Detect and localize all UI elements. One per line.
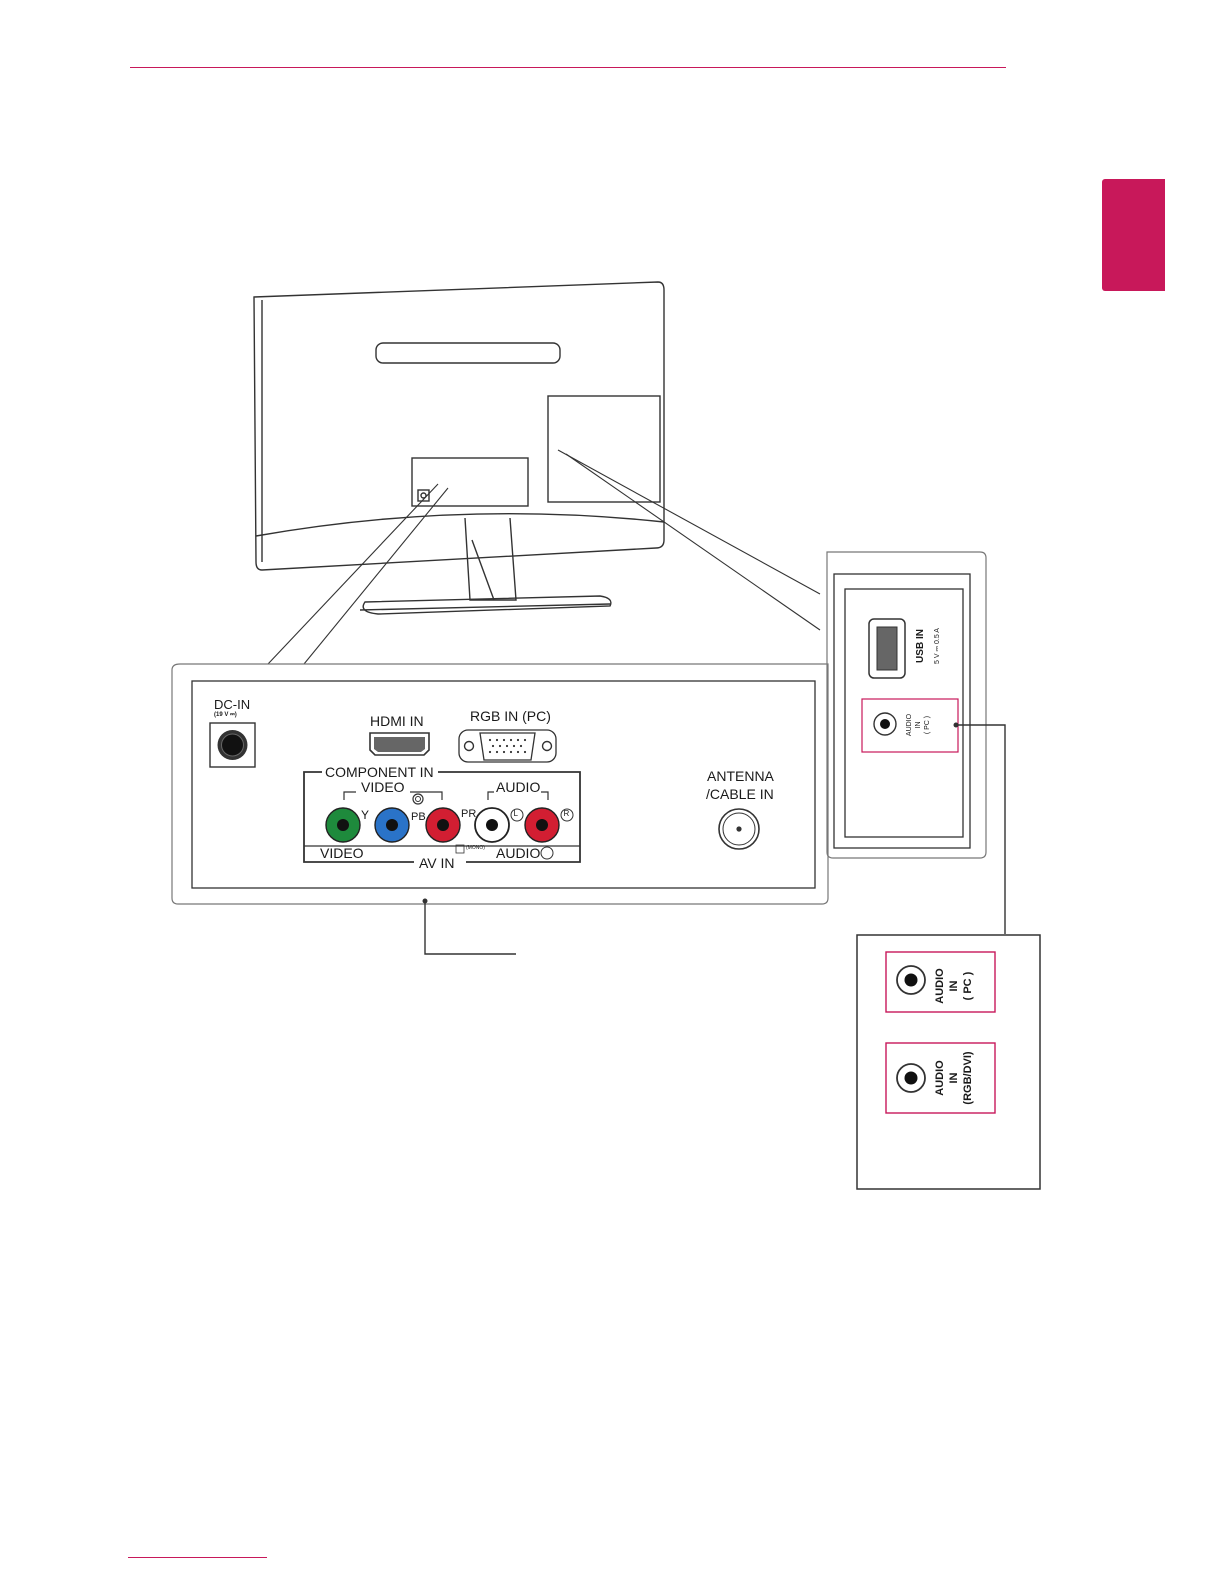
component-in-label: COMPONENT IN — [325, 765, 434, 779]
antenna-label: ANTENNA — [707, 769, 774, 783]
mono-label: (MONO) — [466, 846, 485, 851]
cable-in-label: /CABLE IN — [706, 787, 774, 801]
y-label: Y — [361, 809, 369, 821]
dc-in-label: DC-IN — [214, 698, 250, 711]
av-in-label: AV IN — [419, 856, 455, 870]
dc-in-rating-label: (19 V ⎓) — [214, 712, 237, 718]
pr-label: PR — [461, 809, 476, 820]
video-bottom-label: VIDEO — [320, 846, 364, 860]
coax-port-icon — [719, 809, 759, 849]
callout-audio-in-pc-label: AUDIO IN ( PC ) — [934, 959, 976, 1013]
callout-audio-in-rgb-label: AUDIO IN (RGB/DVI) — [934, 1043, 976, 1113]
side-audio-in-pc-label: AUDIO IN ( PC ) — [905, 707, 935, 743]
footer-rule — [128, 1557, 267, 1558]
usb-in-label: USB IN — [916, 621, 928, 671]
video-top-label: VIDEO — [361, 780, 405, 794]
hdmi-in-label: HDMI IN — [370, 714, 424, 728]
white-jack — [475, 808, 509, 842]
audio-bottom-label: AUDIO — [496, 846, 540, 860]
hdmi-port-icon — [370, 733, 429, 755]
red-jack-audio-r — [525, 808, 559, 842]
usb-port-icon — [869, 619, 905, 678]
l-symbol: L — [514, 810, 518, 818]
red-jack-pr — [426, 808, 460, 842]
zoom-lines — [268, 450, 820, 664]
green-jack — [326, 808, 360, 842]
r-symbol: R — [564, 810, 570, 818]
blue-jack — [375, 808, 409, 842]
monitor-back-illustration — [254, 282, 664, 614]
audio-top-label: AUDIO — [496, 780, 540, 794]
usb-rating-label: 5 V ⎓ 0.5 A — [934, 614, 942, 678]
side-panel-frame — [827, 552, 986, 858]
rgb-in-label: RGB IN (PC) — [470, 709, 551, 723]
audio-jack-icon — [897, 966, 925, 994]
audio-jack-icon — [897, 1064, 925, 1092]
audio-jack-icon — [874, 713, 896, 735]
vga-port-icon — [459, 730, 556, 762]
pb-label: PB — [411, 812, 426, 823]
